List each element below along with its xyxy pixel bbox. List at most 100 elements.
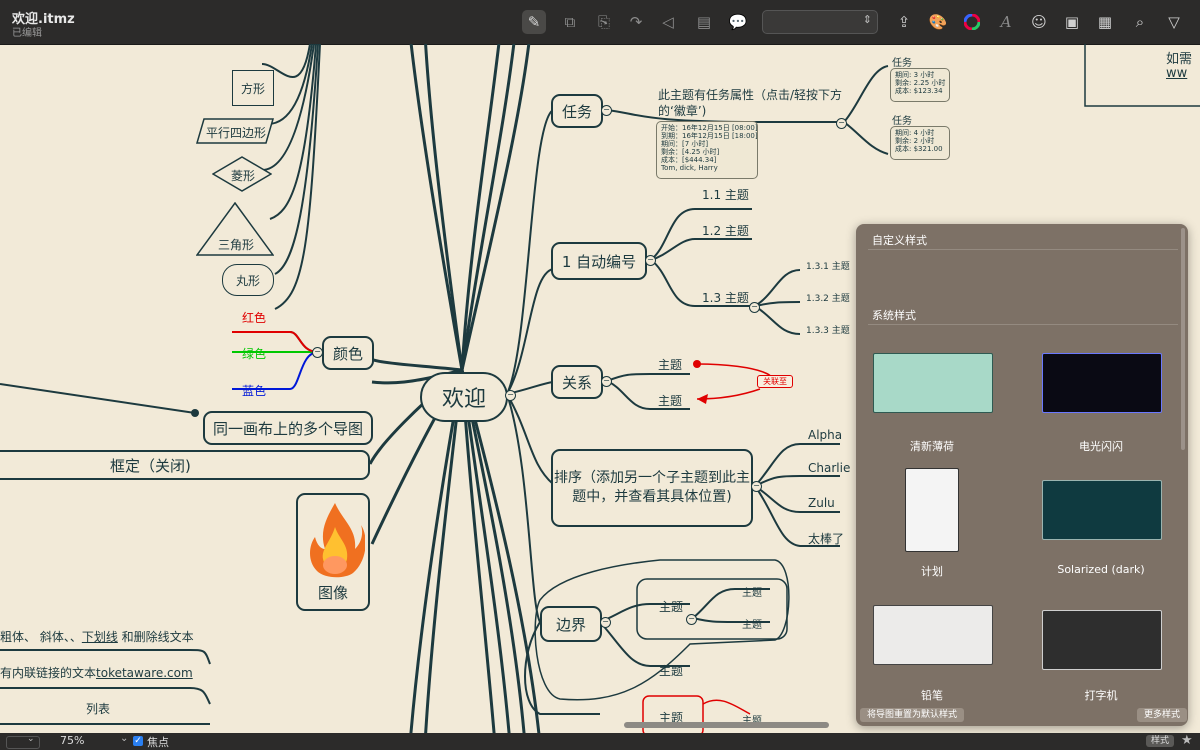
topic-color[interactable]: 颜色 (322, 336, 374, 370)
edit-icon[interactable]: ✎ (522, 10, 546, 34)
relation-icon[interactable]: ↷ (629, 13, 643, 31)
subtopic-1-1[interactable]: 1.1 主题 (702, 188, 749, 202)
note-icon[interactable]: 💬 (728, 13, 748, 31)
divider (868, 249, 1178, 250)
reset-style-button[interactable]: 将导图重置为默认样式 (860, 708, 964, 722)
topic-image[interactable]: 图像 (296, 493, 370, 611)
color-blue[interactable]: 蓝色 (242, 384, 267, 398)
center-topic[interactable]: 欢迎 (420, 372, 508, 422)
sort-item-alpha[interactable]: Alpha (808, 428, 843, 442)
subtopic-1-3-2[interactable]: 1.3.2 主题 (806, 294, 850, 304)
boundary-leaf-1[interactable]: 主题 (742, 588, 762, 599)
subtopic-1-3-3[interactable]: 1.3.3 主题 (806, 326, 850, 336)
zoom-chevron-icon[interactable]: ⌄ (120, 733, 129, 744)
subtask-1[interactable]: 任务 (892, 58, 912, 69)
shape-parallelogram-label: 平行四边形 (206, 126, 267, 140)
color-green[interactable]: 绿色 (242, 347, 267, 361)
bottom-topic-leaf[interactable]: 主题 (742, 712, 762, 727)
boundary-icon[interactable]: ▤ (696, 13, 712, 31)
style-thumbnail (1042, 480, 1162, 540)
focus-label: 焦点 (147, 736, 169, 749)
panel-scrollbar[interactable] (1181, 228, 1185, 450)
task-info-badge[interactable]: 开始：16年12月15日 [08:00] 到期：16年12月15日 [18:00… (656, 121, 758, 179)
collapse-toggle[interactable]: − (600, 617, 611, 628)
sort-item-charlie[interactable]: Charlie (808, 461, 851, 475)
topic-relation[interactable]: 关系 (551, 365, 603, 399)
color-red[interactable]: 红色 (242, 311, 267, 325)
star-icon[interactable]: ★ (1181, 733, 1193, 748)
color-wheel-icon[interactable] (960, 10, 984, 34)
subtopic-1-3[interactable]: 1.3 主题 (702, 291, 749, 305)
system-styles-heading: 系统样式 (872, 309, 916, 322)
subtopic-icon[interactable]: ⧉ (564, 13, 576, 31)
shape-diamond-label: 菱形 (231, 169, 256, 183)
collapse-toggle[interactable]: − (749, 302, 760, 313)
boundary-inner-topic[interactable]: 主题 (659, 600, 684, 614)
shape-diamond[interactable]: 菱形 (212, 156, 272, 192)
collapse-toggle[interactable]: − (645, 255, 656, 266)
collapse-toggle[interactable]: − (312, 347, 323, 358)
subtask-2-info[interactable]: 期间: 4 小时 剩余: 2 小时 成本: $321.00 (890, 126, 950, 160)
sort-item-awesome[interactable]: 太棒了 (808, 532, 845, 546)
task-description-line2: 的‘徽章’) (658, 104, 707, 118)
image-label: 图像 (317, 584, 348, 602)
emoji-icon[interactable]: ☺ (1031, 13, 1047, 31)
search-icon[interactable]: ⌕ (1135, 13, 1145, 31)
sidebar-toggle[interactable]: ⌄ (6, 734, 40, 749)
boundary-bottom-topic[interactable]: 主题 (659, 664, 684, 678)
inline-link[interactable]: toketaware.com (96, 666, 193, 680)
topic-task[interactable]: 任务 (551, 94, 603, 128)
toolbar: 欢迎.itmz 已编辑 ✎ ⧉ ⎘ ↷ ◁ ▤ 💬 ⇕ ⇪ 🎨 A ☺ ▣ ▦ … (0, 0, 1200, 45)
text-list-line: 列表 (86, 702, 111, 716)
divider (868, 324, 1178, 325)
style-thumbnail (905, 468, 959, 552)
table-icon[interactable]: ▦ (1097, 13, 1113, 31)
relation-topic-2[interactable]: 主题 (658, 394, 683, 408)
style-thumbnail (873, 353, 993, 413)
image-icon[interactable]: ▣ (1064, 13, 1080, 31)
focus-checkbox[interactable]: ✓ (133, 736, 143, 746)
style-select[interactable]: ⇕ (762, 10, 878, 34)
style-panel-button[interactable]: 样式 (1146, 735, 1174, 747)
collapse-toggle[interactable]: − (686, 614, 697, 625)
collapse-toggle[interactable]: − (836, 118, 847, 129)
shape-square[interactable]: 方形 (232, 70, 274, 106)
shape-pill[interactable]: 丸形 (222, 264, 274, 296)
sibling-icon[interactable]: ⎘ (597, 13, 610, 31)
collapse-toggle[interactable]: − (751, 481, 762, 492)
collapse-toggle[interactable]: − (505, 390, 516, 401)
callout-icon[interactable]: ◁ (662, 13, 674, 31)
horizontal-scrollbar[interactable] (624, 722, 829, 728)
topic-auto-numbering[interactable]: 1 自动编号 (551, 242, 647, 280)
topright-text-2[interactable]: ww (1166, 66, 1188, 81)
sort-item-zulu[interactable]: Zulu (808, 496, 835, 510)
text-link-line: 有内联链接的文本toketaware.com (0, 666, 193, 680)
custom-styles-heading: 自定义样式 (872, 234, 927, 247)
more-styles-button[interactable]: 更多样式 (1137, 708, 1187, 722)
collapse-toggle[interactable]: − (601, 376, 612, 387)
relation-topic-1[interactable]: 主题 (658, 358, 683, 372)
document-status: 已编辑 (12, 28, 42, 39)
topic-boundary[interactable]: 边界 (540, 606, 602, 642)
boundary-leaf-2[interactable]: 主题 (742, 620, 762, 631)
topic-sort[interactable]: 排序（添加另一个子主题到此主题中，并查看其具体位置) (551, 449, 753, 527)
text-formatting-line: 粗体、 斜体、、下划线 和删除线文本 (0, 630, 194, 644)
shape-triangle[interactable]: 三角形 (196, 202, 274, 256)
topic-frame[interactable]: 框定（关闭) (0, 450, 370, 480)
topic-multiple-maps[interactable]: 同一画布上的多个导图 (203, 411, 373, 445)
share-icon[interactable]: ⇪ (897, 13, 911, 31)
subtopic-1-2[interactable]: 1.2 主题 (702, 224, 749, 238)
status-bar: ⌄ 75% ⌄ ✓ 焦点 样式 ★ (0, 733, 1200, 750)
shape-parallelogram[interactable]: 平行四边形 (196, 118, 274, 144)
subtopic-1-3-1[interactable]: 1.3.1 主题 (806, 262, 850, 272)
collapse-toggle[interactable]: − (601, 105, 612, 116)
mindmap-canvas[interactable]: 欢迎 − 任务 − 此主题有任务属性（点击/轻按下方 的‘徽章’) 开始：16年… (0, 44, 1200, 733)
relation-label[interactable]: 关联至 (757, 375, 793, 388)
palette-icon[interactable]: 🎨 (928, 13, 948, 31)
font-icon[interactable]: A (1000, 13, 1012, 31)
zoom-level[interactable]: 75% (60, 734, 85, 747)
subtask-1-info[interactable]: 期间: 3 小时 剩余: 2.25 小时 成本: $123.34 (890, 68, 950, 102)
filter-icon[interactable]: ▽ (1168, 13, 1180, 31)
bottom-topic[interactable]: 主题 (659, 711, 684, 725)
subtask-2[interactable]: 任务 (892, 116, 912, 127)
